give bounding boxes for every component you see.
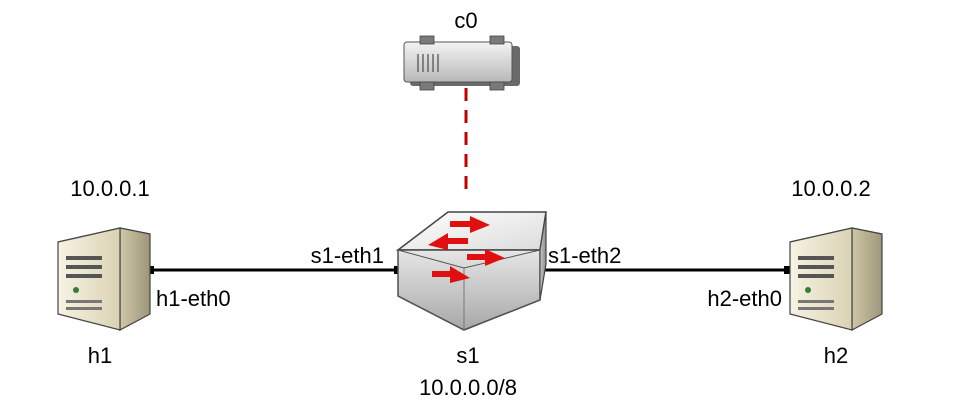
h2-port-marker <box>784 266 790 274</box>
h1-port-marker <box>148 266 154 274</box>
h1-name-label: h1 <box>88 343 112 368</box>
switch-subnet-label: 10.0.0.0/8 <box>419 375 517 400</box>
controller-name: c0 <box>454 8 477 33</box>
h1-interface-label: h1-eth0 <box>156 286 231 311</box>
switch-icon <box>395 211 547 331</box>
h1-server-icon <box>57 227 151 331</box>
h2-server-icon <box>789 227 883 331</box>
h2-interface-label: h2-eth0 <box>707 286 782 311</box>
switch-arrows-icon <box>428 216 505 283</box>
s1-eth1-port-marker <box>394 266 400 274</box>
h1-ip-label: 10.0.0.1 <box>70 176 150 201</box>
switch-name-label: s1 <box>456 343 479 368</box>
controller-icon <box>403 35 520 91</box>
h2-name-label: h2 <box>824 343 848 368</box>
h2-ip-label: 10.0.0.2 <box>791 176 871 201</box>
s1-eth1-label: s1-eth1 <box>311 243 384 268</box>
s1-eth2-label: s1-eth2 <box>548 243 621 268</box>
